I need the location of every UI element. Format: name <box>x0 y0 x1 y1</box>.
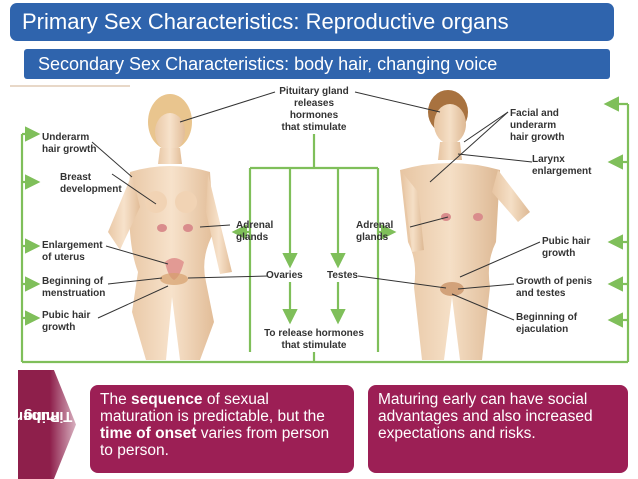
label-pituitary: Pituitary gland releases hormones that s… <box>279 86 349 133</box>
sequence-bold-2: time of onset <box>100 425 197 442</box>
puberty-timing-label: Puberty Timing <box>4 368 72 464</box>
slide-title: Primary Sex Characteristics: Reproductiv… <box>10 3 614 41</box>
label-female-pubic: Pubic hair growth <box>42 310 91 333</box>
label-adrenal-male: Adrenal glands <box>356 220 394 243</box>
label-male-growth: Growth of penis and testes <box>516 276 593 299</box>
male-figure <box>400 90 530 360</box>
pointer-lines <box>91 91 541 321</box>
sequence-bold-1: sequence <box>131 391 203 408</box>
label-female-uterus: Enlargement of uterus <box>42 240 103 263</box>
sequence-text-2: of sexual maturation is predictable, but… <box>100 391 325 425</box>
early-maturing-box: Maturing early can have social advantage… <box>368 385 628 473</box>
female-figure <box>108 94 232 360</box>
label-ovaries: Ovaries <box>266 270 303 281</box>
label-male-ejaculation: Beginning of ejaculation <box>516 312 578 335</box>
slide-subtitle: Secondary Sex Characteristics: body hair… <box>24 49 610 79</box>
label-male-pubic: Pubic hair growth <box>542 236 591 259</box>
puberty-diagram: Pituitary gland releases hormones that s… <box>0 82 638 372</box>
label-male-larynx: Larynx enlargement <box>532 154 592 177</box>
timing-label-line2: Timing <box>23 408 73 425</box>
label-female-menstruation: Beginning of menstruation <box>42 276 106 299</box>
diagram-graphics <box>10 85 630 364</box>
label-female-underarm: Underarm hair growth <box>42 132 97 155</box>
label-male-facial: Facial and underarm hair growth <box>510 108 565 143</box>
sequence-box: The sequence of sexual maturation is pre… <box>90 385 354 473</box>
sequence-text-1: The <box>100 391 132 408</box>
label-female-breast: Breast development <box>60 172 122 195</box>
label-release: To release hormones that stimulate <box>264 328 364 351</box>
label-adrenal-female: Adrenal glands <box>236 220 274 243</box>
flow-lines <box>20 96 630 364</box>
sequence-text-3: varies from person to person. <box>100 425 330 459</box>
label-testes: Testes <box>327 270 358 281</box>
